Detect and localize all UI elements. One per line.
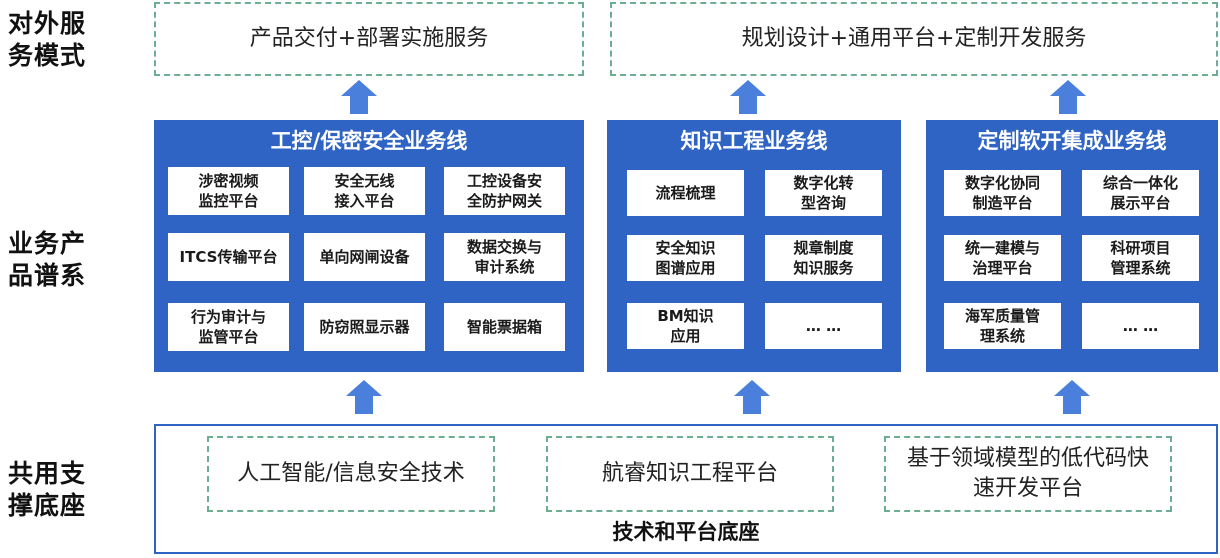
- service-box-right-text: 规划设计+通用平台+定制开发服务: [741, 26, 1087, 51]
- up-arrow-icon: [341, 80, 377, 114]
- product-item: 工控设备安 全防护网关: [444, 167, 565, 215]
- up-arrow-icon: [1054, 380, 1090, 414]
- service-box-right: 规划设计+通用平台+定制开发服务: [610, 2, 1218, 76]
- product-item: 统一建模与 治理平台: [944, 235, 1061, 281]
- product-item: 数字化协同 制造平台: [944, 170, 1061, 216]
- product-item: … …: [765, 303, 882, 349]
- up-arrow-icon: [1050, 80, 1086, 114]
- service-box-left-text: 产品交付+部署实施服务: [249, 26, 489, 51]
- product-item: 行为审计与 监管平台: [168, 303, 289, 351]
- up-arrow-icon: [730, 80, 766, 114]
- business-line-title: 工控/保密安全业务线: [270, 129, 468, 153]
- product-item: 涉密视频 监控平台: [168, 167, 289, 215]
- product-item: 安全无线 接入平台: [304, 167, 425, 215]
- product-item: 单向网闸设备: [304, 233, 425, 281]
- business-line-knowledge: 知识工程业务线 流程梳理 数字化转 型咨询 安全知识 图谱应用 规章制度 知识服…: [607, 120, 901, 372]
- product-item: 智能票据箱: [444, 303, 565, 351]
- foundation-box-text: 航睿知识工程平台: [601, 461, 778, 486]
- business-line-title: 知识工程业务线: [680, 129, 828, 153]
- foundation-box: 基于领域模型的低代码快 速开发平台: [884, 436, 1172, 512]
- product-item: 数据交换与 审计系统: [444, 233, 565, 281]
- label-service-mode: 对外服 务模式: [8, 9, 87, 70]
- label-common-support: 共用支 撑底座: [8, 459, 87, 520]
- business-line-title: 定制软开集成业务线: [977, 129, 1167, 153]
- product-item: 规章制度 知识服务: [765, 235, 882, 281]
- foundation-box-text: 人工智能/信息安全技术: [237, 461, 465, 486]
- up-arrow-icon: [734, 380, 770, 414]
- product-item: 数字化转 型咨询: [765, 170, 882, 216]
- product-item: 防窃照显示器: [304, 303, 425, 351]
- product-item: 科研项目 管理系统: [1082, 235, 1199, 281]
- label-product-spectrum: 业务产 品谱系: [8, 229, 87, 290]
- foundation-title: 技术和平台底座: [612, 520, 760, 544]
- technology-platform-foundation: 人工智能/信息安全技术 航睿知识工程平台 基于领域模型的低代码快 速开发平台 技…: [154, 424, 1218, 554]
- product-item: 流程梳理: [627, 170, 744, 216]
- service-box-left: 产品交付+部署实施服务: [154, 2, 584, 76]
- product-item: ITCS传输平台: [168, 233, 289, 281]
- product-item: BM知识 应用: [627, 303, 744, 349]
- foundation-box-text: 基于领域模型的低代码快 速开发平台: [906, 446, 1149, 501]
- up-arrow-icon: [346, 380, 382, 414]
- foundation-box: 人工智能/信息安全技术: [207, 436, 495, 512]
- product-item: 安全知识 图谱应用: [627, 235, 744, 281]
- product-item: 海军质量管 理系统: [944, 303, 1061, 349]
- business-line-custom-software: 定制软开集成业务线 数字化协同 制造平台 综合一体化 展示平台 统一建模与 治理…: [926, 120, 1218, 372]
- foundation-box: 航睿知识工程平台: [546, 436, 834, 512]
- business-line-security: 工控/保密安全业务线 涉密视频 监控平台 安全无线 接入平台 工控设备安 全防护…: [154, 120, 584, 372]
- product-item: 综合一体化 展示平台: [1082, 170, 1199, 216]
- product-item: … …: [1082, 303, 1199, 349]
